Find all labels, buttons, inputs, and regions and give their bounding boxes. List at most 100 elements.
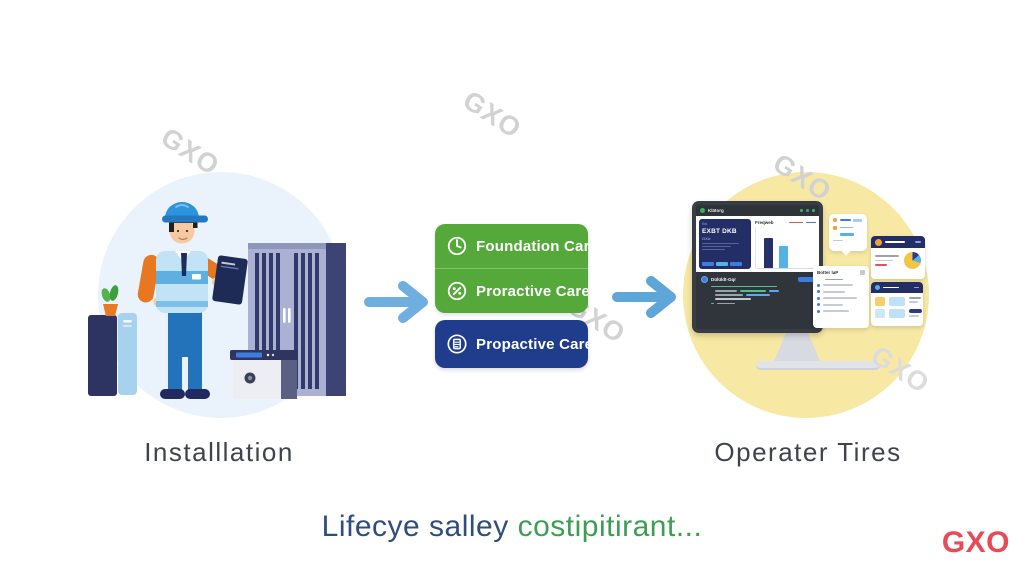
installation-illustration	[88, 172, 346, 418]
dashboard-header: Klätorg	[696, 205, 819, 216]
checklist-panel: Botter laP	[813, 266, 869, 328]
check-dot-icon	[817, 290, 820, 294]
tagline-part1: Lifecye salley	[321, 510, 509, 543]
tile-blue	[889, 309, 905, 318]
arrow-right-icon	[612, 276, 676, 318]
arrow-right-icon	[364, 281, 428, 323]
badge-label: Proractive Care	[476, 282, 588, 300]
card-line	[875, 259, 893, 262]
vest	[156, 251, 208, 313]
cabinet-dark	[88, 315, 117, 396]
bar-chart	[755, 227, 816, 268]
log-panel: Dülüldt-Gqr	[696, 272, 819, 329]
dashboard-monitor: Klätorg Kw. EXBT DKB GXû·	[692, 201, 823, 333]
bubble-line	[833, 239, 843, 242]
stat-red	[789, 221, 803, 224]
tablet	[212, 255, 248, 305]
green-care-badges: Foundation Care Proractive Care	[435, 224, 588, 313]
tie	[181, 253, 187, 276]
stat-blue	[806, 221, 816, 224]
percent-icon	[447, 281, 467, 301]
hard-hat	[162, 202, 208, 223]
avatar-icon	[875, 285, 880, 290]
app-logo-icon	[700, 208, 705, 213]
list-line	[822, 284, 853, 287]
tile-blue	[875, 309, 885, 318]
list-line	[822, 297, 857, 300]
tile-yellow	[875, 297, 885, 306]
bar-lightblue	[779, 246, 788, 268]
notification-bubble	[829, 214, 867, 251]
cabinet-light	[118, 313, 137, 395]
check-dot-icon	[817, 283, 820, 287]
badge-label: Foundation Care	[476, 237, 588, 255]
tiles-card	[871, 282, 923, 326]
checklist-title: Botter laP	[817, 270, 839, 275]
shoe	[185, 389, 210, 399]
log-line	[715, 294, 743, 296]
pie-chart-icon	[904, 252, 921, 269]
badge-proractive-care: Proractive Care	[435, 268, 588, 313]
log-line	[715, 289, 737, 292]
bubble-line	[839, 226, 853, 229]
badge-propactive-care: Propactive Care	[435, 320, 593, 368]
pants	[168, 311, 202, 357]
left-stage-label: Installlation	[144, 437, 294, 467]
bubble-pill	[840, 233, 854, 236]
list-line	[825, 278, 843, 281]
log-line-green	[711, 285, 777, 288]
header-dot-icon	[812, 209, 815, 212]
badge-foundation-care: Foundation Care	[435, 224, 588, 268]
bar-chart-panel: Freqweb	[755, 219, 816, 269]
log-line	[769, 289, 779, 292]
card-kicker: Kw.	[702, 222, 708, 226]
card-line-red	[875, 263, 887, 266]
card-header-line	[885, 241, 905, 243]
bubble-pill	[853, 218, 862, 222]
action-pill	[798, 277, 814, 282]
chart-title: Freqweb	[755, 220, 774, 225]
alert-dot-icon	[833, 218, 837, 222]
tagline: Lifecye salley costipitirant...	[0, 510, 1024, 544]
check-dot-icon	[817, 309, 820, 313]
card-buttons	[702, 262, 748, 266]
app-title: Klätorg	[708, 208, 724, 213]
pie-stat-card	[871, 236, 925, 279]
summary-card: Kw. EXBT DKB GXû·	[699, 219, 751, 269]
card-header-line	[883, 286, 899, 289]
list-line	[822, 303, 843, 306]
operations-illustration: Klätorg Kw. EXBT DKB GXû·	[670, 170, 960, 418]
shoe	[160, 389, 185, 399]
tile-blue	[889, 297, 905, 306]
header-dot-icon	[800, 209, 803, 212]
log-line	[746, 294, 770, 296]
monitor-stand-base	[756, 361, 880, 370]
header-dot-icon	[806, 209, 809, 212]
check-dot-icon	[817, 303, 820, 307]
card-line	[875, 255, 899, 258]
list-line	[822, 310, 849, 313]
log-line	[740, 289, 766, 292]
log-line	[715, 298, 751, 301]
check-dot-icon	[817, 296, 820, 300]
card-header-line	[914, 286, 919, 289]
clock-icon	[447, 236, 467, 256]
server-unit	[230, 350, 298, 399]
text-line	[702, 248, 725, 250]
text-line	[702, 245, 732, 247]
potted-plant	[101, 285, 119, 316]
card-line	[909, 297, 921, 299]
card-line	[909, 300, 918, 303]
user-avatar-icon	[701, 276, 708, 283]
bar-navy	[764, 238, 773, 268]
bubble-line	[839, 219, 851, 221]
card-title: EXBT DKB	[702, 227, 737, 235]
alert-square-icon	[833, 225, 837, 230]
panel-icon	[860, 270, 865, 275]
right-stage-label: Operater Tires	[714, 437, 902, 467]
badge-label: Propactive Care	[476, 335, 594, 353]
card-subtitle: GXû·	[702, 236, 712, 241]
gxo-watermark: GXO	[457, 84, 527, 145]
tagline-part2: costipitirant...	[517, 510, 703, 543]
